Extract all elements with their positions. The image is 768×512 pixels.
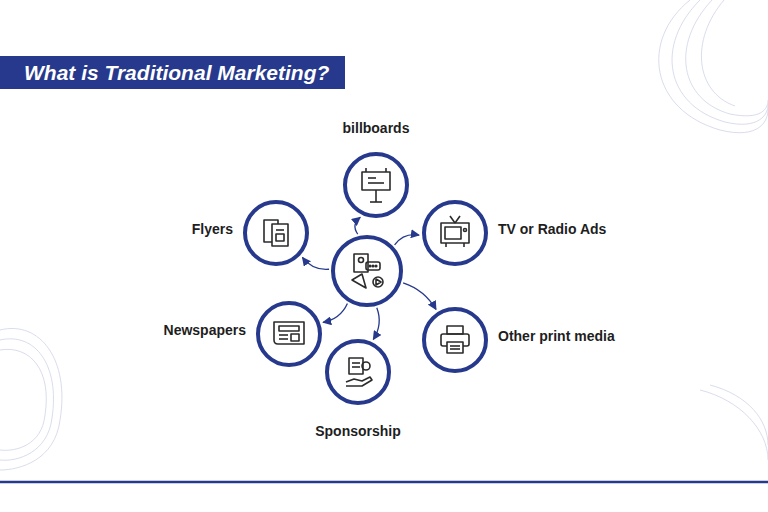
title-band: What is Traditional Marketing? bbox=[0, 56, 345, 89]
channel-label: billboards bbox=[343, 120, 410, 136]
marketing-icon bbox=[352, 254, 383, 288]
channel-label: Newspapers bbox=[164, 322, 246, 338]
arrow-connector bbox=[302, 257, 329, 269]
arrow-connector bbox=[373, 308, 379, 340]
sponsorship-icon bbox=[346, 358, 372, 386]
printer-icon bbox=[441, 326, 469, 353]
arrow-connector bbox=[355, 217, 360, 234]
newspaper-icon bbox=[274, 322, 304, 344]
channel-label: TV or Radio Ads bbox=[498, 221, 606, 237]
channel-circle: Sponsorship bbox=[325, 339, 391, 405]
icons bbox=[264, 168, 469, 386]
arrow-connector bbox=[395, 235, 419, 245]
tv-icon bbox=[441, 216, 469, 247]
arrow-connector bbox=[323, 304, 347, 323]
channel-label: Flyers bbox=[192, 221, 233, 237]
bottom-rule bbox=[0, 481, 768, 484]
channel-label: Other print media bbox=[498, 328, 615, 344]
channel-circle: TV or Radio Ads bbox=[422, 200, 488, 266]
flyers-icon bbox=[264, 220, 288, 246]
channel-circle: billboards bbox=[343, 152, 409, 218]
billboard-icon bbox=[362, 168, 390, 202]
channel-circle: Other print media bbox=[422, 307, 488, 373]
channel-circle: Newspapers bbox=[256, 301, 322, 367]
arrow-connector bbox=[403, 283, 436, 310]
corner-swirl bbox=[0, 0, 768, 470]
channel-circle: Flyers bbox=[243, 200, 309, 266]
channel-label: Sponsorship bbox=[315, 423, 401, 439]
title-text: What is Traditional Marketing? bbox=[24, 61, 329, 85]
hub-circle bbox=[331, 235, 403, 307]
